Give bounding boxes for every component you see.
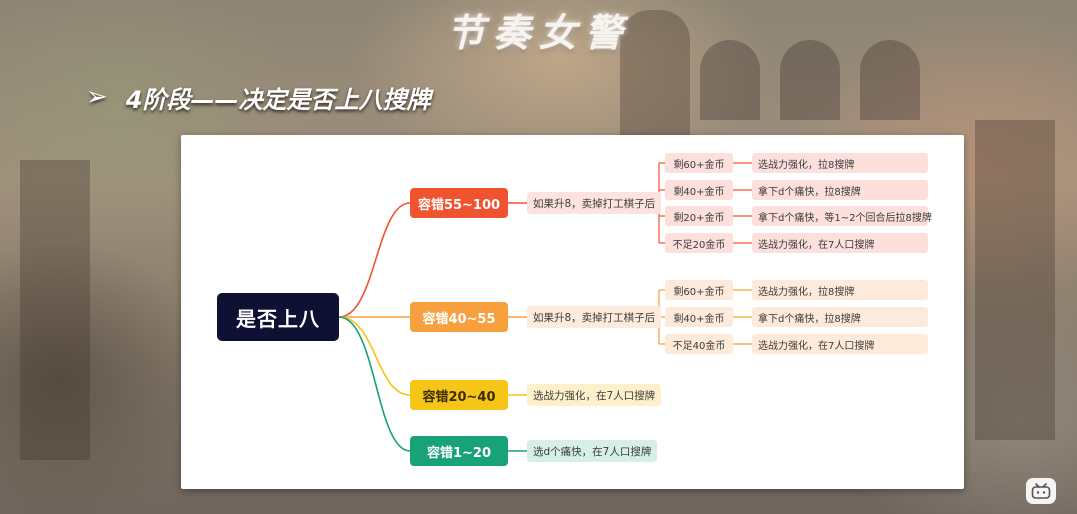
condition-node-4: 选d个痛快，在7人口搜牌 xyxy=(527,440,658,462)
gold-leaf-1-4: 不足20金币 xyxy=(665,233,733,253)
connector-root-b3 xyxy=(338,316,411,396)
connector-b1-leaf-pairs xyxy=(733,162,752,244)
branch-node-4: 容错1~20 xyxy=(410,436,508,466)
gold-leaf-1-3: 剩20+金币 xyxy=(665,206,733,226)
branch-node-1: 容错55~100 xyxy=(410,188,508,218)
action-leaf-2-2: 拿下d个痛快，拉8搜牌 xyxy=(752,307,928,327)
root-node: 是否上八 xyxy=(217,293,339,341)
action-leaf-2-1: 选战力强化，拉8搜牌 xyxy=(752,280,928,300)
condition-node-1: 如果升8，卖掉打工棋子后 xyxy=(527,192,662,214)
condition-node-3: 选战力强化，在7人口搜牌 xyxy=(527,384,662,406)
gold-leaf-2-2: 剩40+金币 xyxy=(665,307,733,327)
connector-root-b4 xyxy=(338,316,411,452)
gold-leaf-1-2: 剩40+金币 xyxy=(665,180,733,200)
mindmap-connectors xyxy=(338,162,752,452)
page-title: 节奏女警 xyxy=(446,11,631,55)
subtitle-text: 4阶段——决定是否上八搜牌 xyxy=(125,85,431,114)
connector-b2-leaf-pairs xyxy=(733,289,752,345)
action-leaf-1-2: 拿下d个痛快，拉8搜牌 xyxy=(752,180,928,200)
arrow-bullet-icon: ➢ xyxy=(86,82,108,112)
gold-leaf-2-3: 不足40金币 xyxy=(665,334,733,354)
action-leaf-1-3: 拿下d个痛快，等1~2个回合后拉8搜牌 xyxy=(752,206,932,226)
condition-node-2: 如果升8，卖掉打工棋子后 xyxy=(527,306,662,328)
bilibili-tv-icon xyxy=(1026,478,1056,504)
connector-root-b1 xyxy=(338,202,411,318)
gold-leaf-1-1: 剩60+金币 xyxy=(665,153,733,173)
mindmap-card: 是否上八 容错55~100 容错40~55 容错20~40 容错1~20 如果升… xyxy=(181,135,964,489)
action-leaf-2-3: 选战力强化，在7人口搜牌 xyxy=(752,334,928,354)
action-leaf-1-4: 选战力强化，在7人口搜牌 xyxy=(752,233,928,253)
action-leaf-1-1: 选战力强化，拉8搜牌 xyxy=(752,153,928,173)
branch-node-3: 容错20~40 xyxy=(410,380,508,410)
branch-node-2: 容错40~55 xyxy=(410,302,508,332)
gold-leaf-2-1: 剩60+金币 xyxy=(665,280,733,300)
section-subtitle: ➢ 4阶段——决定是否上八搜牌 xyxy=(86,77,431,117)
